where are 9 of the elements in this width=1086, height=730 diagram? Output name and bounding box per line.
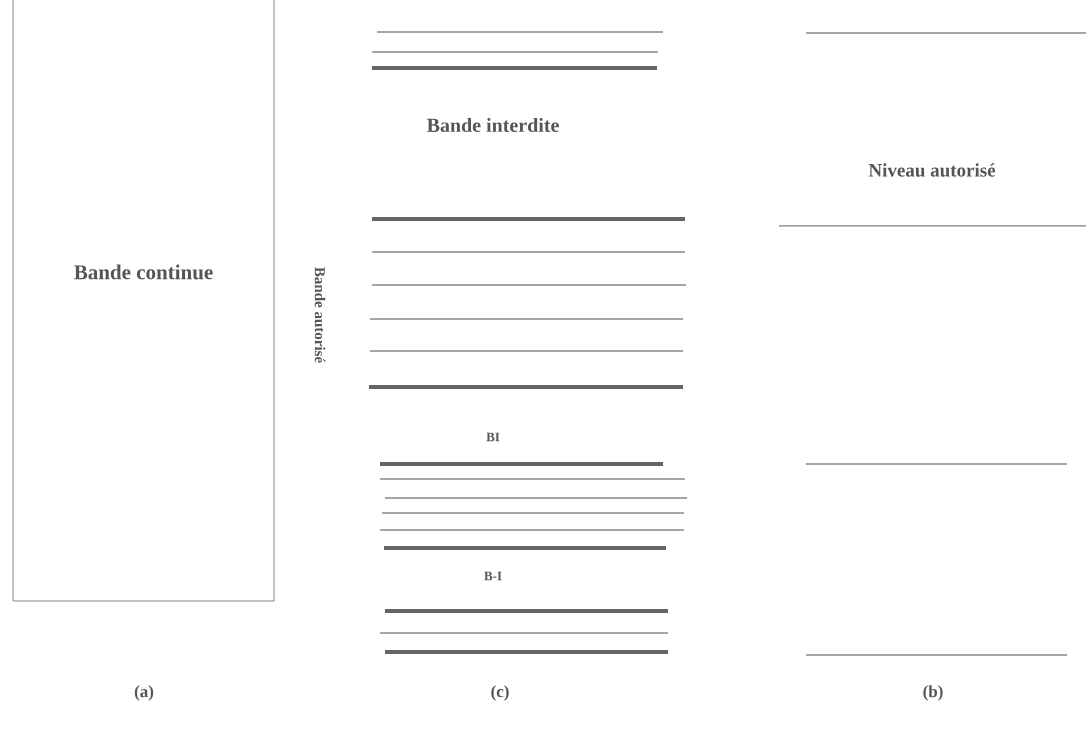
panel-label: (b): [923, 685, 943, 701]
panel-label: (c): [491, 685, 509, 701]
band-box: Bande continue: [12, 0, 275, 602]
band-label: Bande interdite: [426, 117, 559, 133]
gap-label: B-I: [484, 571, 502, 581]
panel-label: (a): [134, 685, 154, 701]
level-label: Niveau autorisé: [868, 163, 996, 177]
band-label: Bande autorisé: [314, 267, 326, 363]
gap-label: BI: [486, 432, 500, 442]
